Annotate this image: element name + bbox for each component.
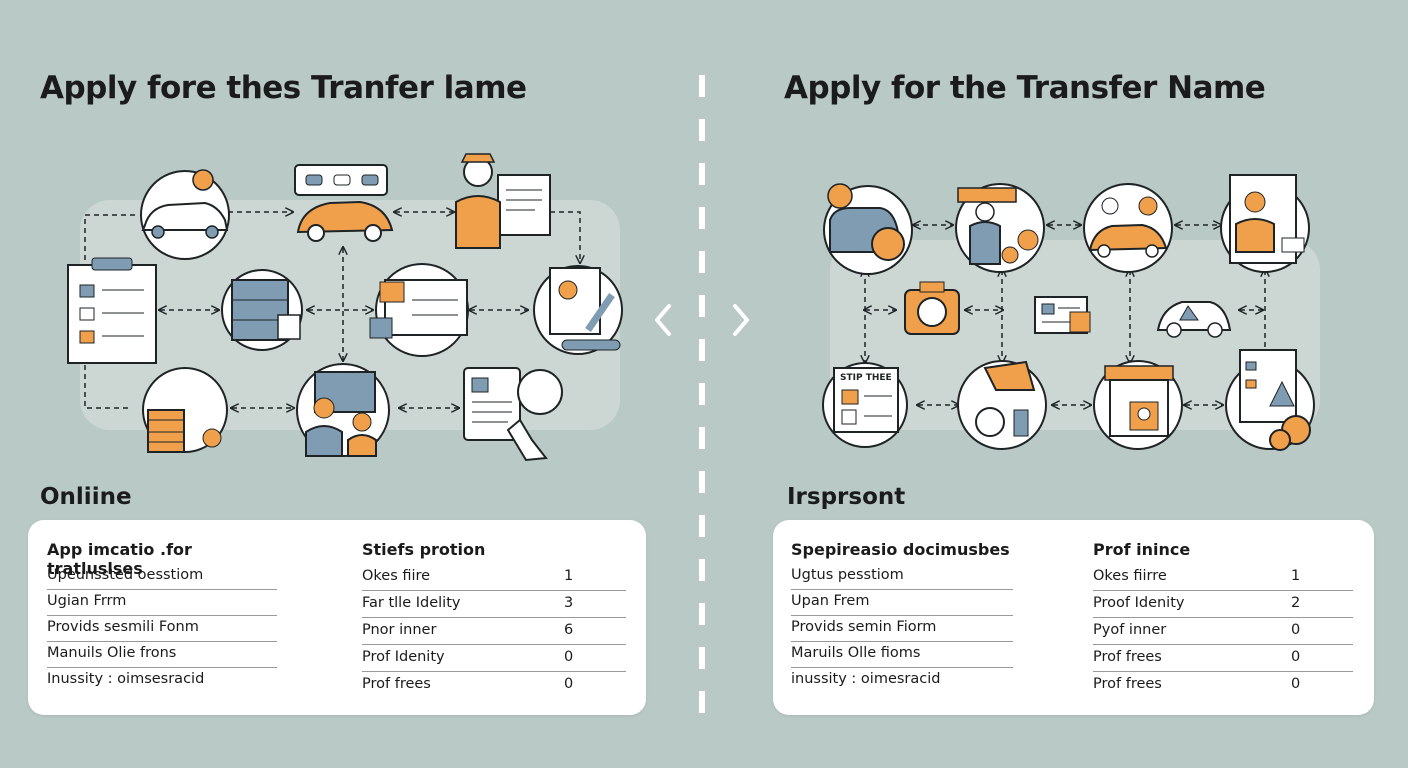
step-value: 0 bbox=[1291, 676, 1301, 692]
step-label: Prof frees bbox=[1093, 676, 1162, 692]
step-label: Far tlle Idelity bbox=[362, 595, 461, 611]
step-label: Prof frees bbox=[362, 676, 431, 692]
car-location-icon bbox=[1083, 183, 1173, 273]
coins-scroll-icon bbox=[142, 367, 228, 453]
left-section-label: Onliine bbox=[40, 484, 132, 510]
car-money-icon bbox=[823, 183, 913, 275]
clipboard-icon bbox=[67, 257, 157, 364]
step-value: 0 bbox=[1291, 622, 1301, 638]
officer-document-icon bbox=[455, 153, 551, 249]
step-label: Pnor inner bbox=[362, 622, 437, 638]
right-title: Apply for the Transfer Name bbox=[784, 70, 1266, 106]
step-label: Okes fiire bbox=[362, 568, 431, 584]
table-row: Proof Idenity 2 bbox=[1093, 591, 1353, 618]
left-info-card: App imcatio .for tratluslses Upeunssted … bbox=[28, 520, 646, 715]
step-value: 6 bbox=[564, 622, 574, 638]
right-docs-header: Spepireasio docimusbes bbox=[791, 540, 1010, 559]
worker-money-icon bbox=[955, 183, 1045, 273]
list-item: Provids semin Fiorm bbox=[791, 616, 1013, 642]
step-label: Prof frees bbox=[1093, 649, 1162, 665]
left-steps-header: Stiefs protion bbox=[362, 540, 486, 559]
clerk-document-icon bbox=[1220, 174, 1310, 273]
step-value: 0 bbox=[564, 649, 574, 665]
id-form-icon bbox=[1093, 360, 1183, 450]
list-item: Maruils Olle fioms bbox=[791, 642, 1013, 668]
camera-icon bbox=[904, 281, 960, 335]
id-card-icon bbox=[1034, 296, 1091, 334]
previous-button[interactable] bbox=[646, 300, 680, 340]
checklist-icon bbox=[369, 263, 469, 357]
table-row: Prof frees 0 bbox=[1093, 645, 1353, 672]
left-steps-table: Stiefs protion Okes fiire 1 Far tlle Idel… bbox=[362, 540, 626, 699]
sign-board-icon: STIP THEE bbox=[822, 362, 908, 448]
form-touch-icon bbox=[463, 367, 563, 462]
right-section-label: Irsprsont bbox=[787, 484, 906, 510]
list-item: Ugtus pesstiom bbox=[791, 564, 1013, 590]
chevron-left-icon bbox=[655, 304, 671, 336]
table-row: Far tlle Idelity 3 bbox=[362, 591, 626, 618]
list-item: Manuils Olie frons bbox=[47, 642, 277, 668]
right-info-card: Spepireasio docimusbes Ugtus pesstiom Up… bbox=[773, 520, 1374, 715]
left-title: Apply fore thes Tranfer lame bbox=[40, 70, 527, 106]
car-small-icon bbox=[1156, 301, 1232, 338]
list-item: Upeunssted oesstiom bbox=[47, 564, 277, 590]
left-documents-list: App imcatio .for tratluslses Upeunssted … bbox=[47, 540, 277, 694]
step-label: Okes fiirre bbox=[1093, 568, 1167, 584]
left-docs-header: App imcatio .for tratluslses bbox=[47, 540, 192, 578]
right-process-diagram: STIP THEE bbox=[822, 174, 1320, 451]
car-key-icon bbox=[140, 169, 230, 260]
step-value: 0 bbox=[564, 676, 574, 692]
table-row: Okes fiirre 1 bbox=[1093, 564, 1353, 591]
family-money-icon bbox=[296, 363, 390, 457]
center-divider bbox=[699, 75, 705, 725]
step-label: Proof Idenity bbox=[1093, 595, 1185, 611]
step-value: 3 bbox=[564, 595, 574, 611]
next-button[interactable] bbox=[724, 300, 758, 340]
table-row: Pnor inner 6 bbox=[362, 618, 626, 645]
step-value: 0 bbox=[1291, 649, 1301, 665]
warning-form-icon bbox=[1225, 349, 1315, 451]
right-steps-header: Prof inince bbox=[1093, 540, 1191, 559]
table-row: Prof frees 0 bbox=[362, 672, 626, 699]
cars-fleet-icon bbox=[294, 164, 394, 242]
document-pen-icon bbox=[533, 265, 623, 355]
server-lock-icon bbox=[221, 269, 303, 351]
list-item: Provids sesmili Fonm bbox=[47, 616, 277, 642]
step-label: Pyof inner bbox=[1093, 622, 1167, 638]
table-row: Prof Idenity 0 bbox=[362, 645, 626, 672]
list-item: inussity : oimesracid bbox=[791, 671, 941, 687]
chevron-right-icon bbox=[733, 304, 749, 336]
table-row: Pyof inner 0 bbox=[1093, 618, 1353, 645]
list-item: Upan Frem bbox=[791, 590, 1013, 616]
list-item: Ugian Frrm bbox=[47, 590, 277, 616]
step-value: 1 bbox=[1291, 568, 1301, 584]
table-row: Prof frees 0 bbox=[1093, 672, 1353, 699]
step-value: 1 bbox=[564, 568, 574, 584]
left-process-diagram bbox=[67, 153, 623, 462]
list-item: Inussity : oimsesracid bbox=[47, 671, 205, 687]
step-value: 2 bbox=[1291, 595, 1301, 611]
right-documents-list: Spepireasio docimusbes Ugtus pesstiom Up… bbox=[791, 540, 1013, 694]
stopwatch-megaphone-icon bbox=[957, 360, 1047, 450]
sign-text: STIP THEE bbox=[840, 373, 892, 383]
table-row: Okes fiire 1 bbox=[362, 564, 626, 591]
step-label: Prof Idenity bbox=[362, 649, 445, 665]
